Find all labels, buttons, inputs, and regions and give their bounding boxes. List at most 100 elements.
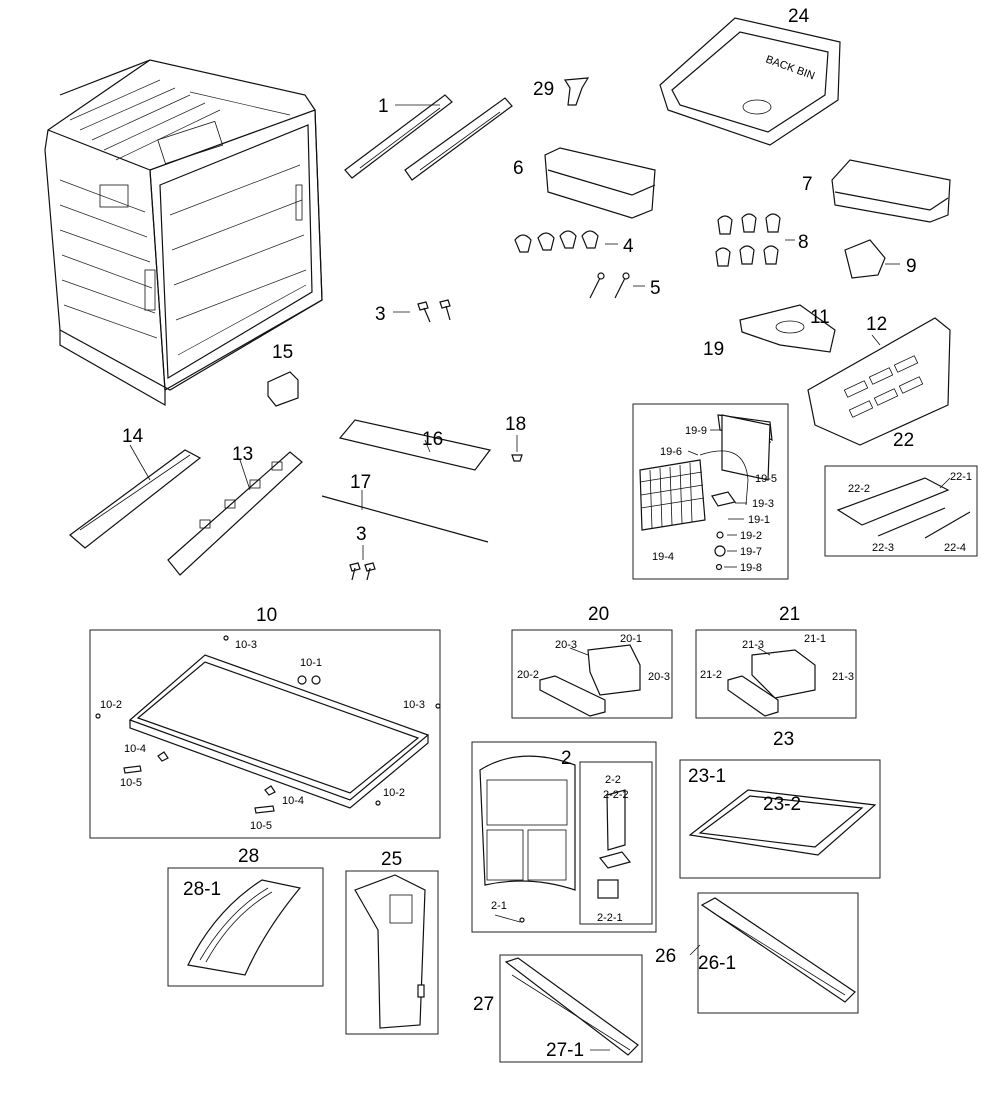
label-16: 16 xyxy=(422,429,443,450)
part-27-rail xyxy=(499,954,643,1063)
label-21: 21 xyxy=(779,604,800,625)
label-20-1: 20-1 xyxy=(620,633,642,645)
label-10-3-top: 10-3 xyxy=(235,639,257,651)
label-25: 25 xyxy=(381,849,402,870)
label-27: 27 xyxy=(473,994,494,1015)
part-14-rail xyxy=(69,444,202,549)
part-10-shelf xyxy=(89,629,441,839)
part-7-door-bin xyxy=(831,159,951,223)
label-12: 12 xyxy=(866,314,887,335)
label-19-8: 19-8 xyxy=(740,562,762,574)
part-15-clip xyxy=(267,371,299,407)
label-8: 8 xyxy=(798,232,809,253)
part-25-duct xyxy=(345,870,439,1035)
label-22: 22 xyxy=(893,430,914,451)
part-3-screws-lower xyxy=(349,545,376,581)
label-4: 4 xyxy=(623,236,634,257)
label-11: 11 xyxy=(810,307,830,328)
label-21-2: 21-2 xyxy=(700,669,722,681)
label-19-2: 19-2 xyxy=(740,530,762,542)
label-19: 19 xyxy=(703,339,724,360)
part-1-rails xyxy=(344,94,513,181)
label-2-2-2: 2-2-2 xyxy=(603,789,629,801)
label-22-3: 22-3 xyxy=(872,542,894,554)
label-23: 23 xyxy=(773,729,794,750)
cabinet-body xyxy=(44,59,323,407)
label-10-4-right: 10-4 xyxy=(282,795,304,807)
part-13-rail xyxy=(167,451,303,576)
label-19-4: 19-4 xyxy=(652,551,674,563)
part-4-clips xyxy=(514,230,618,253)
label-10-3-right: 10-3 xyxy=(403,699,425,711)
label-22-1: 22-1 xyxy=(950,471,972,483)
label-26: 26 xyxy=(655,946,676,967)
part-24-bin: BACK BIN xyxy=(659,17,841,146)
label-10-2-left: 10-2 xyxy=(100,699,122,711)
label-20-3-left: 20-3 xyxy=(555,639,577,651)
part-6-door-bin xyxy=(544,147,656,219)
label-3-lower: 3 xyxy=(356,524,367,545)
label-9: 9 xyxy=(906,256,917,277)
label-21-3-left: 21-3 xyxy=(742,639,764,651)
label-19-9: 19-9 xyxy=(685,425,707,437)
label-2-2: 2-2 xyxy=(605,774,621,786)
part-2-door-assembly xyxy=(471,741,657,933)
label-2-2-1: 2-2-1 xyxy=(597,912,623,924)
label-22-2: 22-2 xyxy=(848,483,870,495)
part-28-cover xyxy=(167,867,324,987)
label-2: 2 xyxy=(561,748,572,769)
part-19-assembly xyxy=(632,403,789,580)
label-22-4: 22-4 xyxy=(944,542,966,554)
label-23-1: 23-1 xyxy=(688,766,726,787)
label-1: 1 xyxy=(378,96,389,117)
part-9-bracket xyxy=(844,239,900,279)
label-21-1: 21-1 xyxy=(804,633,826,645)
label-19-3: 19-3 xyxy=(752,498,774,510)
label-7: 7 xyxy=(802,174,813,195)
label-19-7: 19-7 xyxy=(740,546,762,558)
label-17: 17 xyxy=(350,472,371,493)
label-15: 15 xyxy=(272,342,293,363)
label-10-2-right: 10-2 xyxy=(383,787,405,799)
label-5: 5 xyxy=(650,278,661,299)
part-3-screws-upper xyxy=(393,299,451,323)
label-19-1: 19-1 xyxy=(748,514,770,526)
label-10-5-right: 10-5 xyxy=(250,820,272,832)
label-10: 10 xyxy=(256,605,277,626)
label-20-3-right: 20-3 xyxy=(648,671,670,683)
label-10-4-left: 10-4 xyxy=(124,743,146,755)
label-18: 18 xyxy=(505,414,526,435)
label-19-5: 19-5 xyxy=(755,473,777,485)
part-23-shelf xyxy=(679,759,881,879)
label-3-upper: 3 xyxy=(375,304,386,325)
label-27-1: 27-1 xyxy=(546,1040,584,1061)
part-26-rail xyxy=(689,892,859,1014)
part-5-screws xyxy=(589,272,645,299)
part-21-drawer xyxy=(695,629,857,719)
label-29: 29 xyxy=(533,79,554,100)
part-16-cover xyxy=(338,419,492,471)
label-28: 28 xyxy=(238,846,259,867)
part-11-cover xyxy=(739,304,836,353)
label-20-2: 20-2 xyxy=(517,669,539,681)
label-10-1: 10-1 xyxy=(300,657,322,669)
label-24: 24 xyxy=(788,6,810,27)
part-18-screw xyxy=(511,435,523,462)
label-19-6: 19-6 xyxy=(660,446,682,458)
part-8-clips xyxy=(715,213,795,267)
part-22-assembly xyxy=(824,465,978,557)
part-17-wire xyxy=(321,490,489,543)
label-28-1: 28-1 xyxy=(183,879,221,900)
label-14: 14 xyxy=(122,426,144,447)
label-2-1: 2-1 xyxy=(491,900,507,912)
label-26-1: 26-1 xyxy=(698,953,736,974)
label-13: 13 xyxy=(232,444,253,465)
label-21-3-right: 21-3 xyxy=(832,671,854,683)
part-20-drawer xyxy=(511,629,673,719)
label-6: 6 xyxy=(513,158,524,179)
label-20: 20 xyxy=(588,604,609,625)
part-29-fastener xyxy=(563,77,590,106)
label-10-5-left: 10-5 xyxy=(120,777,142,789)
part-12-panel xyxy=(807,317,951,446)
